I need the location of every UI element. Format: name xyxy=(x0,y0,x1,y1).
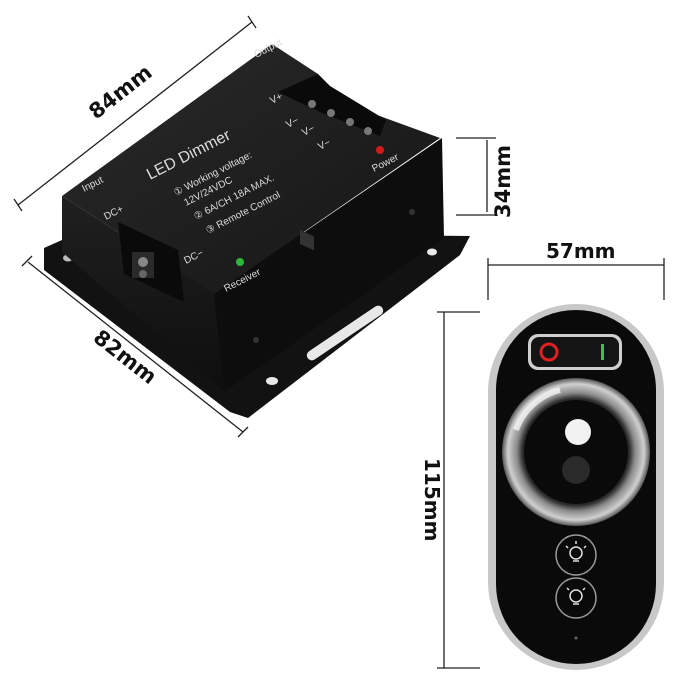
bulb-down-icon xyxy=(566,587,586,605)
terminal-v-minus-1: V− xyxy=(284,115,300,131)
terminal-v-plus: V+ xyxy=(268,91,284,107)
remote-indicator-dot xyxy=(574,636,578,640)
screw xyxy=(253,337,259,343)
mount-hole xyxy=(266,377,278,385)
dim-remote-height: 115mm xyxy=(420,458,444,541)
receiver-led xyxy=(236,258,244,266)
dim-controller-length: 84mm xyxy=(84,60,156,124)
brightness-up-button[interactable] xyxy=(555,534,597,576)
terminal-v-minus-2: V− xyxy=(300,123,316,139)
center-light-button[interactable] xyxy=(565,419,591,445)
touch-dimming-ring[interactable] xyxy=(502,378,650,526)
output-terminal-block[interactable] xyxy=(300,100,372,251)
bulb-up-icon xyxy=(565,541,587,562)
off-icon xyxy=(539,342,559,362)
led-dimmer-controller: LED Dimmer Output Input ① Working voltag… xyxy=(44,37,470,418)
dim-remote-width: 57mm xyxy=(546,239,616,263)
power-led xyxy=(376,146,384,154)
terminal-v-minus-3: V− xyxy=(316,137,332,153)
touch-remote-control: DC xyxy=(488,304,664,670)
screw xyxy=(409,209,415,215)
center-dark-button[interactable] xyxy=(562,456,590,484)
dim-controller-height: 34mm xyxy=(491,145,515,218)
on-icon xyxy=(601,344,604,360)
mount-hole xyxy=(427,248,437,256)
power-switch[interactable] xyxy=(528,334,622,370)
input-terminal-block[interactable] xyxy=(132,252,154,278)
brightness-down-button[interactable] xyxy=(555,577,597,619)
side-slot xyxy=(306,305,384,361)
dimension-lines xyxy=(13,15,665,669)
